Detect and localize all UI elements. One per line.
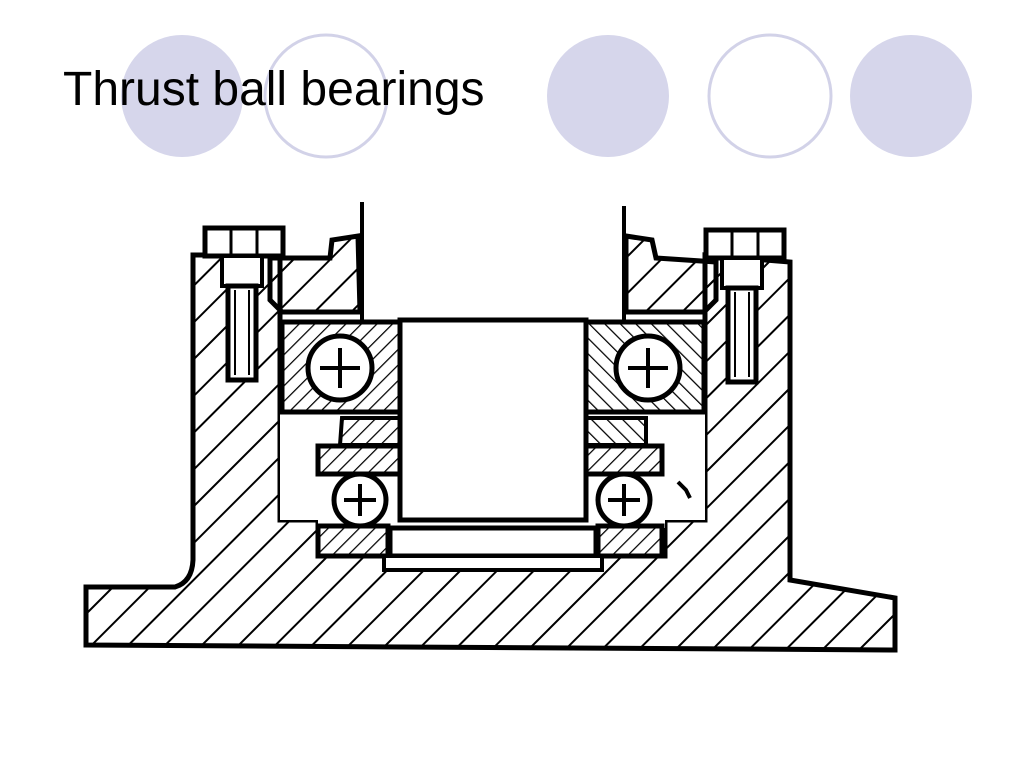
shaft-end-plate <box>387 525 599 559</box>
shaft <box>397 317 589 523</box>
left-cover-plate <box>267 233 363 315</box>
left-shaft-washer <box>315 443 403 477</box>
right-housing-washer <box>595 523 665 559</box>
right-cover-plate <box>623 233 719 315</box>
right-thrust-ball <box>595 471 653 529</box>
lubrication-mark <box>676 480 692 499</box>
decor-circle-5 <box>850 35 972 157</box>
upper-right-bearing <box>583 319 707 415</box>
shaft-end-lip <box>382 554 604 572</box>
right-shaft-washer <box>583 443 665 477</box>
left-housing-washer <box>315 523 391 559</box>
right-spacer <box>584 416 648 447</box>
upper-left-bearing <box>279 319 403 415</box>
decor-circle-2 <box>263 33 389 159</box>
decor-circle-3 <box>547 35 669 157</box>
left-spacer <box>337 416 402 447</box>
slide-title: Thrust ball bearings <box>63 63 485 116</box>
decor-circle-1 <box>121 35 243 157</box>
right-bolt <box>703 227 787 385</box>
left-bolt <box>202 225 286 383</box>
left-thrust-ball <box>331 471 389 529</box>
title-decoration-circles <box>121 33 972 159</box>
decor-circle-4 <box>707 33 833 159</box>
